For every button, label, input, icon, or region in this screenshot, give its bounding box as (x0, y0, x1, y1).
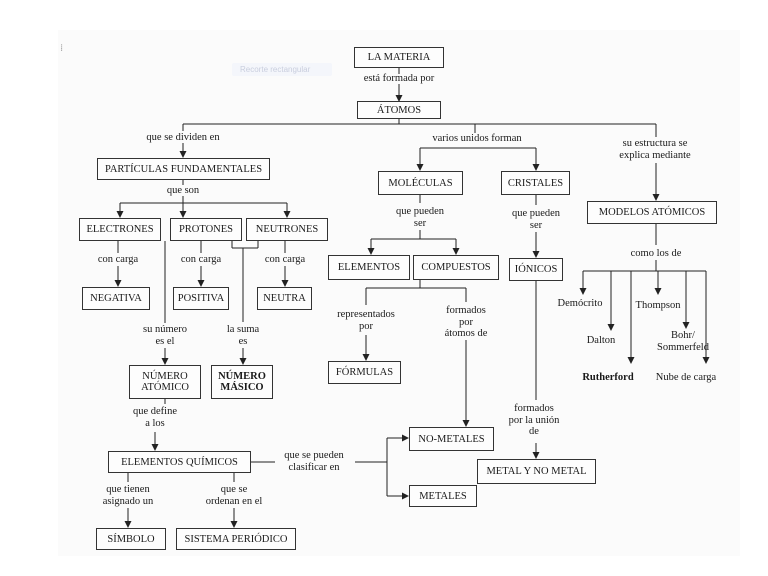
link-que-son: que son (166, 185, 200, 196)
link-que-define-a-los: que define a los (132, 406, 178, 429)
link-varios-unidos-forman: varios unidos forman (432, 133, 522, 144)
link-que-se-pueden-clasificar: que se pueden clasificar en (284, 450, 344, 473)
node-elementos: ELEMENTOS (328, 255, 410, 280)
link-que-pueden-ser-moleculas: que pueden ser (395, 206, 445, 229)
node-ionicos: IÓNICOS (509, 258, 563, 281)
node-numero-atomico: NÚMERO ATÓMICO (129, 365, 201, 399)
link-su-estructura: su estructura se explica mediante (619, 138, 691, 161)
node-neutrones: NEUTRONES (246, 218, 328, 241)
node-formulas: FÓRMULAS (328, 361, 401, 384)
model-bohr-sommerfeld: Bohr/ Sommerfeld (657, 330, 709, 353)
model-dalton: Dalton (586, 335, 616, 346)
link-representados-por: representados por (337, 309, 395, 332)
node-numero-masico: NÚMERO MÁSICO (211, 365, 273, 399)
link-con-carga-electrones: con carga (97, 254, 139, 265)
node-neutra: NEUTRA (257, 287, 312, 310)
node-protones: PROTONES (170, 218, 242, 241)
node-sistema-periodico: SISTEMA PERIÓDICO (176, 528, 296, 550)
link-que-tienen-asignado: que tienen asignado un (102, 484, 154, 507)
link-su-numero-es-el: su número es el (142, 324, 188, 347)
node-cristales: CRISTALES (501, 171, 570, 195)
node-electrones: ELECTRONES (79, 218, 161, 241)
tooltip: Recorte rectangular (232, 63, 332, 76)
link-con-carga-neutrones: con carga (264, 254, 306, 265)
link-la-suma-es: la suma es (226, 324, 260, 347)
node-metales: METALES (409, 485, 477, 507)
link-formados-por-atomos-de: formados por átomos de (444, 305, 488, 339)
link-que-pueden-ser-cristales: que pueden ser (511, 208, 561, 231)
model-rutherford: Rutherford (582, 372, 634, 383)
node-modelos-atomicos: MODELOS ATÓMICOS (587, 201, 717, 224)
node-compuestos: COMPUESTOS (413, 255, 499, 280)
node-moleculas: MOLÉCULAS (378, 171, 463, 195)
link-que-se-ordenan: que se ordenan en el (205, 484, 263, 507)
node-atomos: ÁTOMOS (357, 101, 441, 119)
link-formados-por-la-union: formados por la unión de (508, 403, 560, 437)
node-metal-y-no-metal: METAL Y NO METAL (477, 459, 596, 484)
node-particulas-fundamentales: PARTÍCULAS FUNDAMENTALES (97, 158, 270, 180)
model-thompson: Thompson (635, 300, 681, 311)
node-la-materia: LA MATERIA (354, 47, 444, 68)
node-elementos-quimicos: ELEMENTOS QUÍMICOS (108, 451, 251, 473)
drag-handle-icon[interactable]: ⁞ (60, 43, 64, 54)
link-que-se-dividen-en: que se dividen en (146, 132, 220, 143)
link-como-los-de: como los de (630, 248, 682, 259)
node-positiva: POSITIVA (173, 287, 229, 310)
link-con-carga-protones: con carga (180, 254, 222, 265)
node-negativa: NEGATIVA (82, 287, 150, 310)
node-no-metales: NO-METALES (409, 427, 494, 451)
node-simbolo: SÍMBOLO (96, 528, 166, 550)
link-esta-formada-por: está formada por (363, 73, 435, 84)
model-democrito: Demócrito (557, 298, 603, 309)
model-nube-de-carga: Nube de carga (655, 372, 717, 383)
